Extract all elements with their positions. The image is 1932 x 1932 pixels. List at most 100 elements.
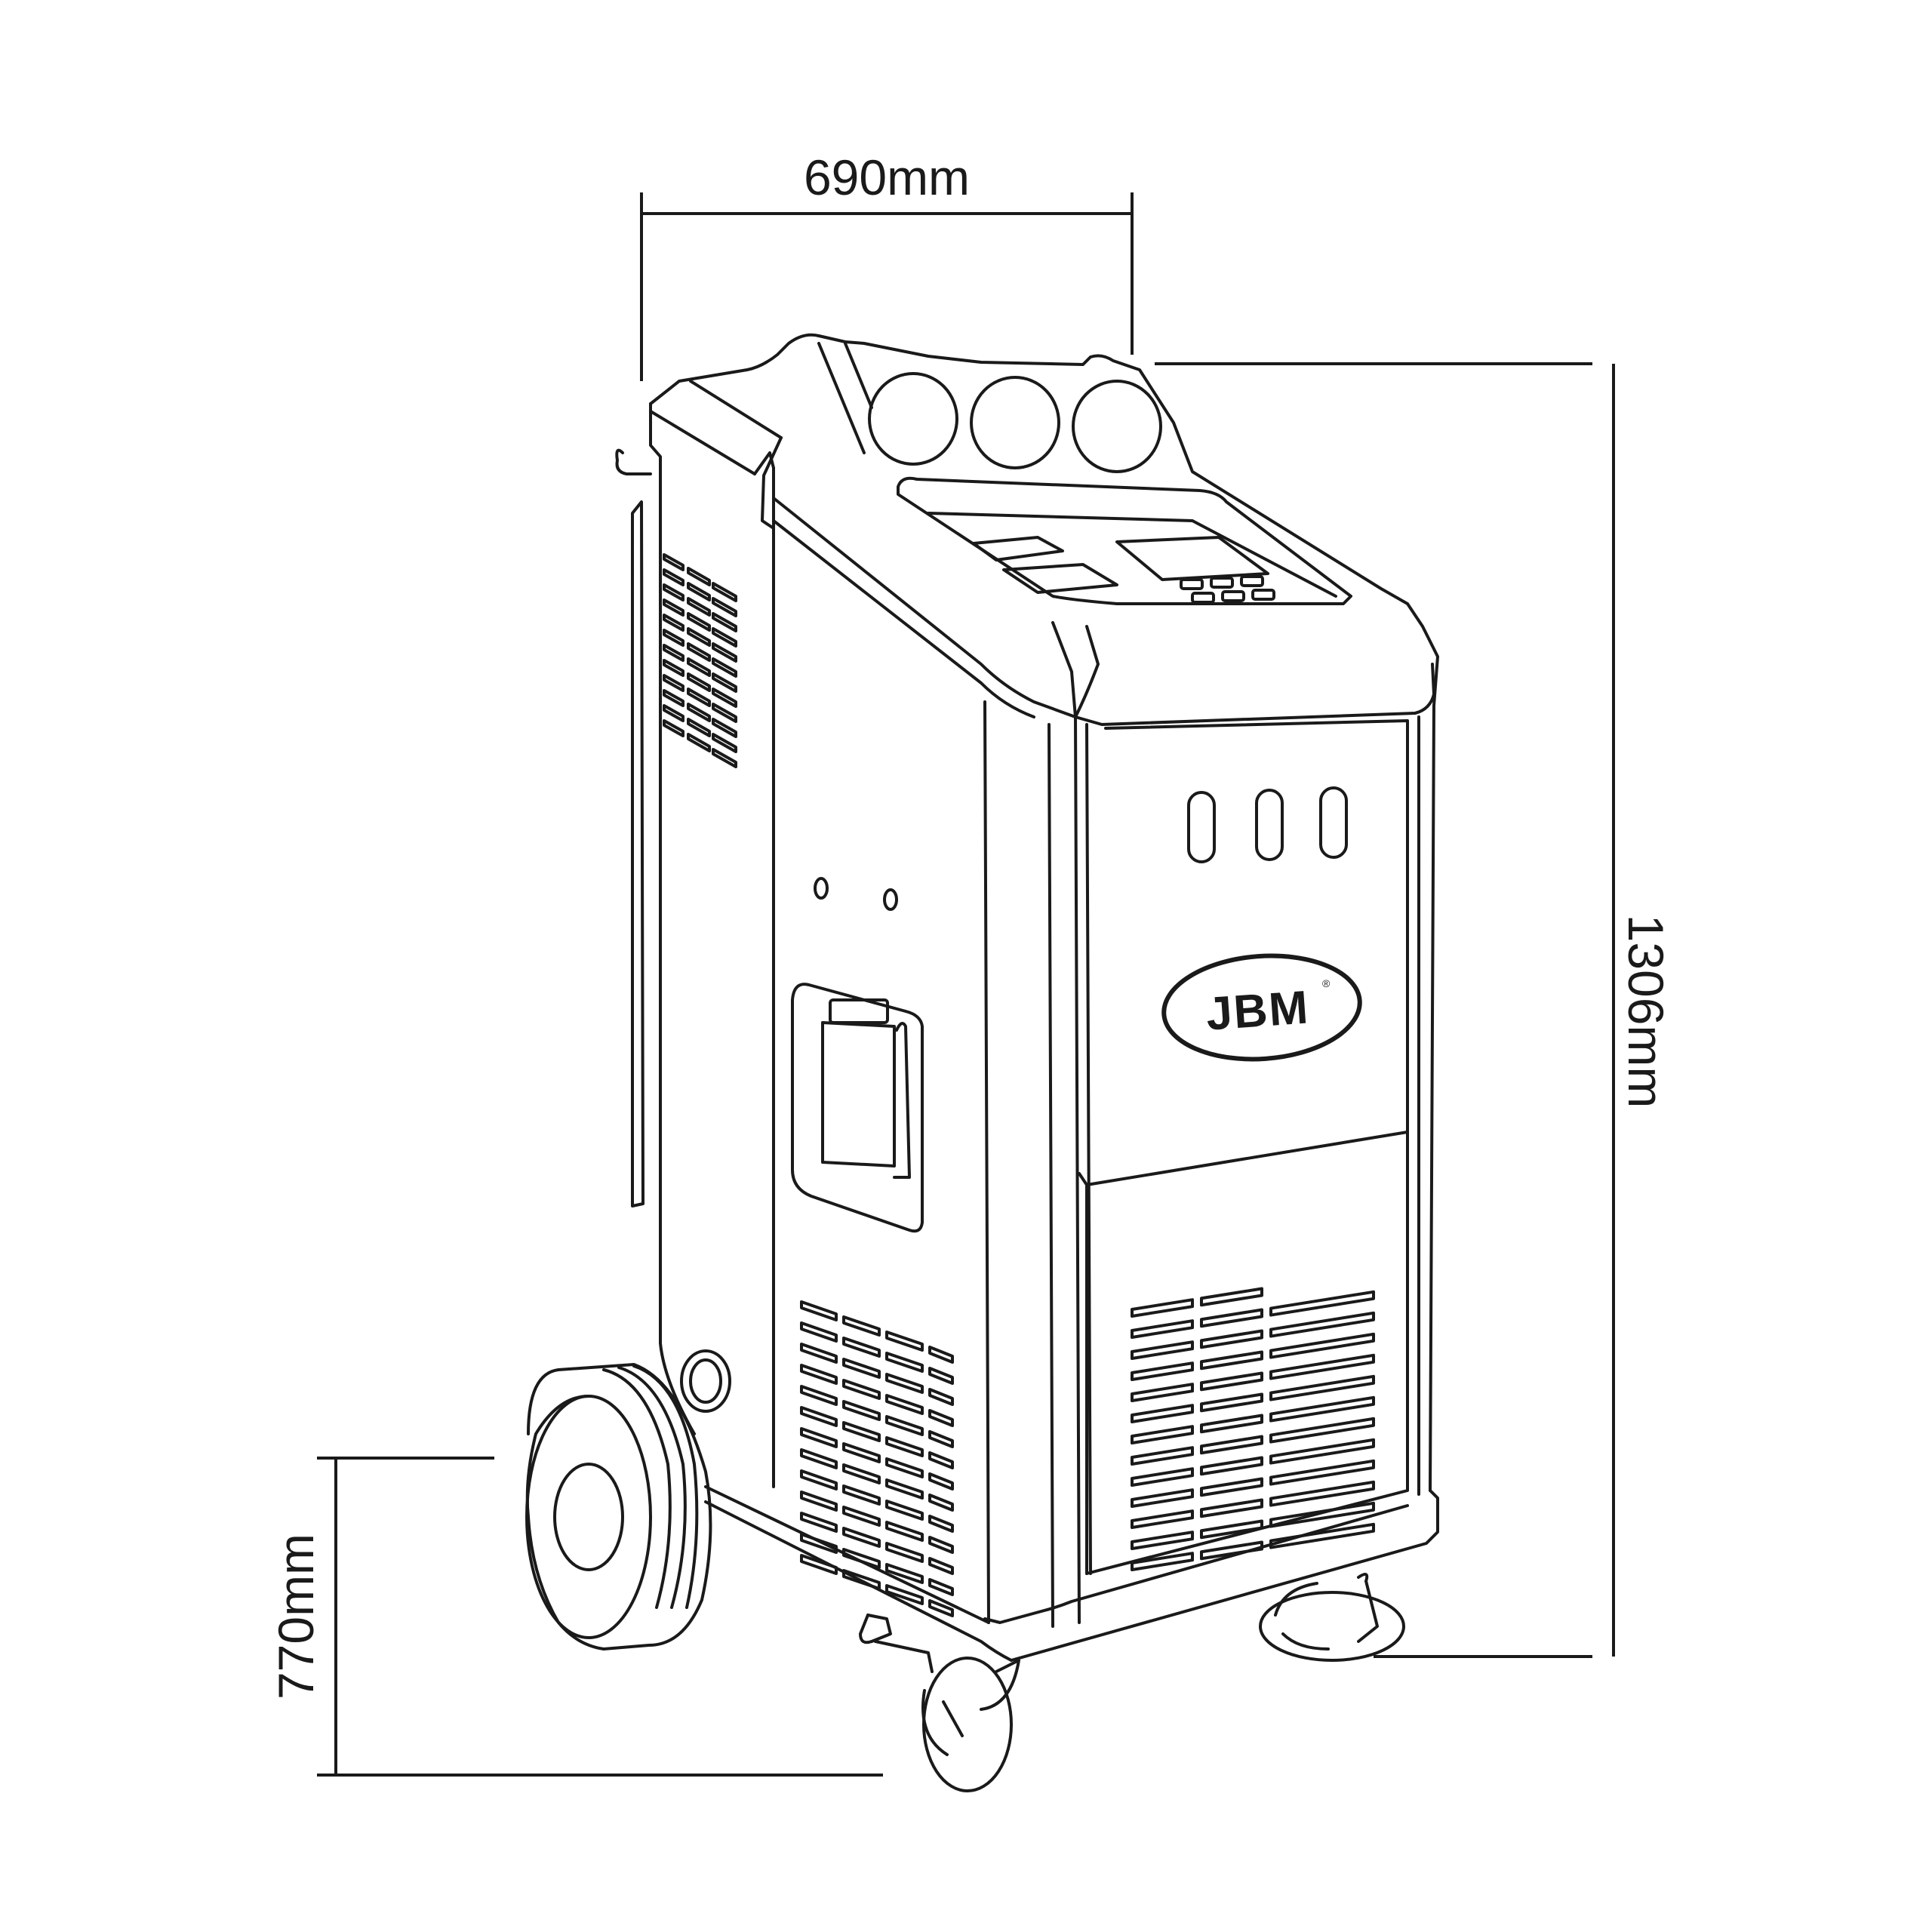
main-display [1115,536,1269,581]
vent-slat [1269,1395,1375,1423]
vent-slat [663,568,685,586]
vent-slat [712,748,737,768]
vent-slat [885,1352,924,1373]
vent-slat [885,1521,924,1542]
gauge-icon [868,372,958,466]
vent-slat [928,1388,954,1406]
brand-logo-text: JBM [1204,981,1311,1040]
vent-slat [800,1533,838,1554]
vent-slat [1200,1329,1263,1349]
vent-slat [1131,1383,1194,1402]
vent-slat [842,1506,881,1527]
vent-slat [885,1478,924,1500]
vent-slat [663,659,685,677]
vent-slat [800,1343,838,1364]
vent-slat [885,1394,924,1415]
vent-slat [842,1548,881,1569]
control-panel [897,476,1352,605]
vent-slat [687,733,711,752]
vent-slat [712,582,737,602]
vent-slat [1269,1522,1375,1549]
vent-slat [663,689,685,707]
vent-slat [687,582,711,601]
side-panel [663,553,954,1617]
front-vent-grille [1131,1287,1375,1571]
vent-slat [687,718,711,737]
vent-slat [1269,1290,1375,1317]
vent-slat [663,704,685,722]
vent-slat [1200,1287,1263,1307]
vent-slat [712,627,737,648]
vent-slat [1269,1480,1375,1507]
vent-slat [663,614,685,632]
vent-slat [928,1494,954,1512]
display-small [972,536,1064,561]
vent-slat [1131,1531,1194,1550]
vent-slat [1131,1361,1194,1381]
vent-slat [885,1500,924,1521]
vent-slat [712,657,737,678]
vent-slat [687,688,711,707]
vent-slat [712,703,737,723]
vent-slat [885,1331,924,1352]
vent-slat [712,597,737,617]
vent-slat [842,1337,881,1358]
vent-slat [928,1599,954,1617]
vent-slat [842,1315,881,1337]
vent-slat [1131,1340,1194,1360]
back-caster-icon [1259,1573,1405,1662]
port-icon [883,888,898,911]
vent-slat [885,1457,924,1478]
vent-slat [800,1406,838,1427]
vent-slat [842,1379,881,1400]
side-vent-grille [663,553,737,768]
vent-slat [1269,1417,1375,1444]
oil-bottle-icon [821,998,911,1179]
vent-slat [1269,1311,1375,1338]
vent-slat [1131,1425,1194,1444]
front-caster-icon [859,1614,1020,1792]
vent-slat [663,719,685,737]
vent-slat [928,1409,954,1427]
keypad [1180,575,1275,604]
vent-slat [1131,1467,1194,1487]
vent-slat [800,1554,838,1575]
vent-slat [885,1542,924,1563]
vent-slat [687,567,711,586]
vent-slat [712,688,737,708]
vent-slat [1200,1519,1263,1540]
vent-slat [1200,1435,1263,1455]
vent-slat [663,583,685,601]
vent-slat [800,1491,838,1512]
width-label: 690mm [804,149,970,205]
bottle-recess [791,983,924,1233]
vent-slat [687,627,711,647]
vent-slat [842,1527,881,1548]
vent-slat [1200,1371,1263,1392]
vent-slat [842,1358,881,1379]
vent-slat [885,1436,924,1457]
front-panel: JBM ® [1131,786,1375,1571]
width-dimension: 690mm [640,149,1134,381]
vent-slat [687,612,711,632]
indicator-slot [1187,791,1216,863]
vent-slat [687,657,711,677]
gauge-icon [970,376,1060,469]
vent-slat [1200,1414,1263,1434]
vent-slat [885,1563,924,1584]
vent-slat [928,1557,954,1575]
vent-slat [800,1385,838,1406]
vent-slat [1131,1319,1194,1339]
vent-slat [1200,1540,1263,1561]
vent-slat [1131,1404,1194,1423]
vent-slat [800,1448,838,1469]
vent-slat [1200,1308,1263,1328]
vent-slat [928,1578,954,1596]
vent-slat [800,1469,838,1491]
registered-mark: ® [1322,977,1331,989]
vent-slat [1269,1438,1375,1465]
vent-slat [1269,1374,1375,1401]
vent-slat [712,733,737,753]
lower-vent-grille [800,1300,954,1617]
